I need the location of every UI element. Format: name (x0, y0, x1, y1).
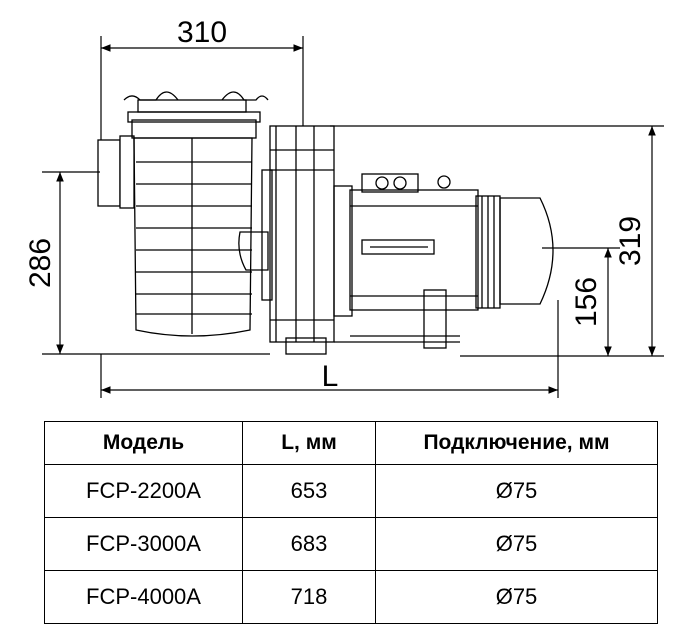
pump-drawing: 310 286 319 156 L (24, 16, 664, 398)
cell-connection: Ø75 (375, 464, 658, 518)
spec-table: Модель L, мм Подключение, мм FCP-2200A 6… (44, 421, 658, 624)
cell-length: 683 (242, 517, 376, 571)
dimension-lines (42, 36, 664, 398)
cell-connection: Ø75 (375, 517, 658, 571)
cell-length: 718 (242, 570, 376, 624)
dim-label-L: L (322, 360, 339, 393)
header-connection: Подключение, мм (375, 421, 658, 465)
table-row: FCP-4000A 718 Ø75 (44, 570, 658, 624)
dim-label-156: 156 (570, 277, 603, 327)
dim-label-319: 319 (614, 216, 647, 266)
pump-housing (261, 125, 353, 355)
cell-connection: Ø75 (375, 570, 658, 624)
table-header-row: Модель L, мм Подключение, мм (44, 421, 658, 465)
dim-label-310: 310 (177, 16, 227, 49)
cell-model: FCP-2200A (44, 464, 243, 518)
strainer-basket (97, 91, 269, 337)
cell-model: FCP-4000A (44, 570, 243, 624)
header-model: Модель (44, 421, 243, 465)
table-row: FCP-2200A 653 Ø75 (44, 464, 658, 518)
header-length: L, мм (242, 421, 376, 465)
cell-model: FCP-3000A (44, 517, 243, 571)
pump-outline (97, 91, 554, 355)
cell-length: 653 (242, 464, 376, 518)
table-row: FCP-3000A 683 Ø75 (44, 517, 658, 571)
dim-label-286: 286 (24, 238, 57, 288)
motor (334, 173, 554, 349)
